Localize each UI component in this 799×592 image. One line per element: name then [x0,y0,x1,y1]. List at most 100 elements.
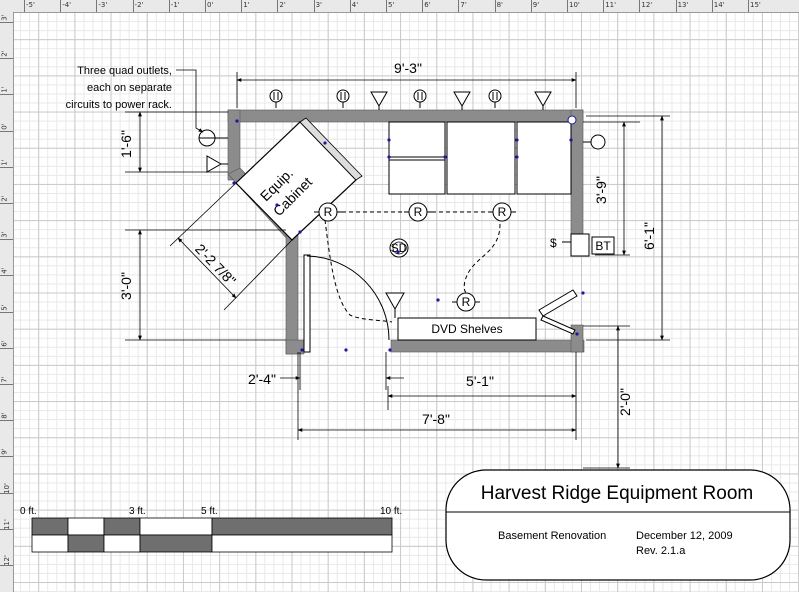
receptacle-3: R [487,202,517,222]
horizontal-ruler[interactable]: -5'-4'-3'-2'-1'0'1'2'3'4'5'6'7'8'9'10'11… [0,0,799,13]
ruler-label-left: 3' [0,14,9,21]
ruler-tick [386,0,387,12]
ruler-tick [0,456,13,458]
ruler-label-top: -3' [98,1,108,9]
ruler-label-top: 3' [315,1,322,9]
title-block: Harvest Ridge Equipment Room Basement Re… [445,469,791,581]
outlets-left [198,129,228,173]
scale-label-3: 3 ft. [129,506,146,517]
ruler-label-top: 2' [279,1,286,9]
ruler-tick [458,0,460,12]
svg-text:each on separate: each on separate [87,82,172,94]
ruler-tick [603,0,605,12]
ruler-label-left: 6' [0,340,9,347]
ruler-tick [0,311,13,313]
ruler-tick [0,492,13,494]
drawing-revision: Rev. 2.1.a [636,545,686,557]
dim-bottom-total: 7'-8" [422,411,450,427]
receptacles: R R R R [313,202,517,312]
drawing-title: Harvest Ridge Equipment Room [481,483,753,504]
ruler-tick [0,58,13,60]
ruler-tick [60,0,62,12]
ruler-tick [0,347,13,349]
dim-right-upper: 3'-9" [593,176,609,204]
ruler-tick [748,0,749,12]
dim-left-lower: 3'-0" [118,272,134,300]
ruler-tick [0,166,13,168]
ruler-tick [205,0,206,12]
svg-text:Three quad outlets,: Three quad outlets, [77,65,172,77]
ruler-tick [0,275,13,277]
ruler-label-top: 6' [424,1,431,9]
ruler-tick [0,94,13,96]
dim-diagonal: 2'-2 7/8" [192,241,239,289]
ruler-label-top: 5' [388,1,395,9]
ruler-label-top: 14' [713,1,725,9]
ruler-label-top: -1' [170,1,180,9]
ruler-label-top: 12' [641,1,653,9]
ruler-tick [530,0,532,12]
ruler-tick [0,420,13,422]
ruler-tick [494,0,496,12]
ruler-label-top: -2' [134,1,144,9]
ruler-tick [349,0,351,12]
receptacle-1: R [313,202,343,222]
svg-text:BT: BT [595,239,611,253]
ruler-tick [0,130,13,132]
scale-label-10: 10 ft. [380,506,402,517]
svg-text:R: R [324,205,333,219]
svg-text:circuits to power rack.: circuits to power rack. [66,99,172,111]
ruler-label-left: 1' [0,159,9,166]
dim-bottom-wall: 5'-1" [466,373,494,389]
circuit-wiring [324,211,501,323]
ruler-tick [132,0,134,12]
ruler-label-left: 1' [0,86,9,94]
opening-right [538,289,578,335]
ruler-tick [0,528,13,530]
ruler-label-top: 11' [605,1,617,9]
scale-label-0: 0 ft. [20,506,37,517]
ruler-label-top: 1' [243,1,250,9]
ruler-label-left: 7' [0,376,9,383]
ruler-label-left: 5' [0,303,9,311]
ruler-label-top: 7' [460,1,467,9]
equipment-cabinet[interactable]: Equip. Cabinet [235,117,363,241]
ruler-label-left: 8' [0,412,9,419]
thermostat: $ [550,233,590,257]
ruler-tick [422,0,424,12]
receptacle-4: R [451,292,481,312]
ruler-tick [675,0,677,12]
scale-label-5: 5 ft. [201,506,218,517]
ruler-tick [96,0,98,12]
svg-text:R: R [498,205,507,219]
ruler-label-top: 15' [750,1,761,9]
dim-door-width: 2'-4" [248,371,276,387]
ruler-tick [313,0,315,12]
ruler-label-top: 9' [532,1,540,9]
upper-cabinets [388,121,572,195]
project-name: Basement Renovation [498,530,606,542]
scale-bar: 0 ft. 3 ft. 5 ft. 10 ft. [20,506,402,553]
door[interactable] [303,254,390,353]
dimension-lines [125,72,670,469]
outlet-note: Three quad outlets, each on separate cir… [66,65,172,111]
ruler-tick [241,0,243,12]
ruler-tick [0,565,13,566]
ruler-label-left: 9' [0,448,9,456]
ruler-label-left: 3' [0,231,9,238]
ruler-label-top: 0' [207,1,214,9]
ruler-label-top: -4' [62,1,72,9]
svg-text:SD: SD [391,241,408,255]
ruler-label-left: 0' [0,122,9,130]
vertical-ruler[interactable]: 3'2'1'0'1'2'3'4'5'6'7'8'9'10'11'12' [0,12,14,592]
svg-text:R: R [414,205,423,219]
ruler-tick [567,0,568,12]
ruler-tick [711,0,713,12]
note-leader [176,69,204,133]
ruler-label-top: -5' [26,1,35,9]
ruler-label-left: 2' [0,195,9,202]
dim-right-lower: 2'-0" [617,388,633,416]
receptacle-2: R [403,202,433,222]
outlets-right [567,115,606,150]
drawing-canvas[interactable]: Equip. Cabinet R R R R SD [14,13,799,592]
